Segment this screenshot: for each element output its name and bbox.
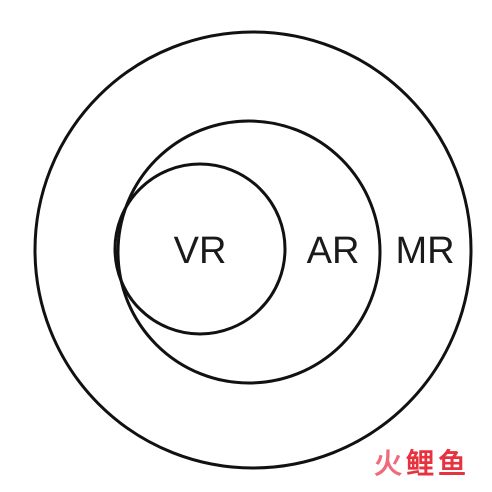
mr-outer-circle: [33, 30, 473, 470]
ar-label: AR: [307, 230, 360, 272]
vr-label: VR: [174, 230, 227, 272]
watermark-glyph-3: 鱼: [437, 447, 466, 480]
ar-middle-circle: [116, 119, 382, 385]
watermark-logo: 火 鲤 鱼: [374, 450, 466, 478]
watermark-glyph-2: 鲤: [405, 447, 434, 480]
mr-label: MR: [395, 230, 454, 272]
vr-inner-circle: [113, 162, 287, 336]
watermark-glyph-1: 火: [373, 447, 402, 480]
